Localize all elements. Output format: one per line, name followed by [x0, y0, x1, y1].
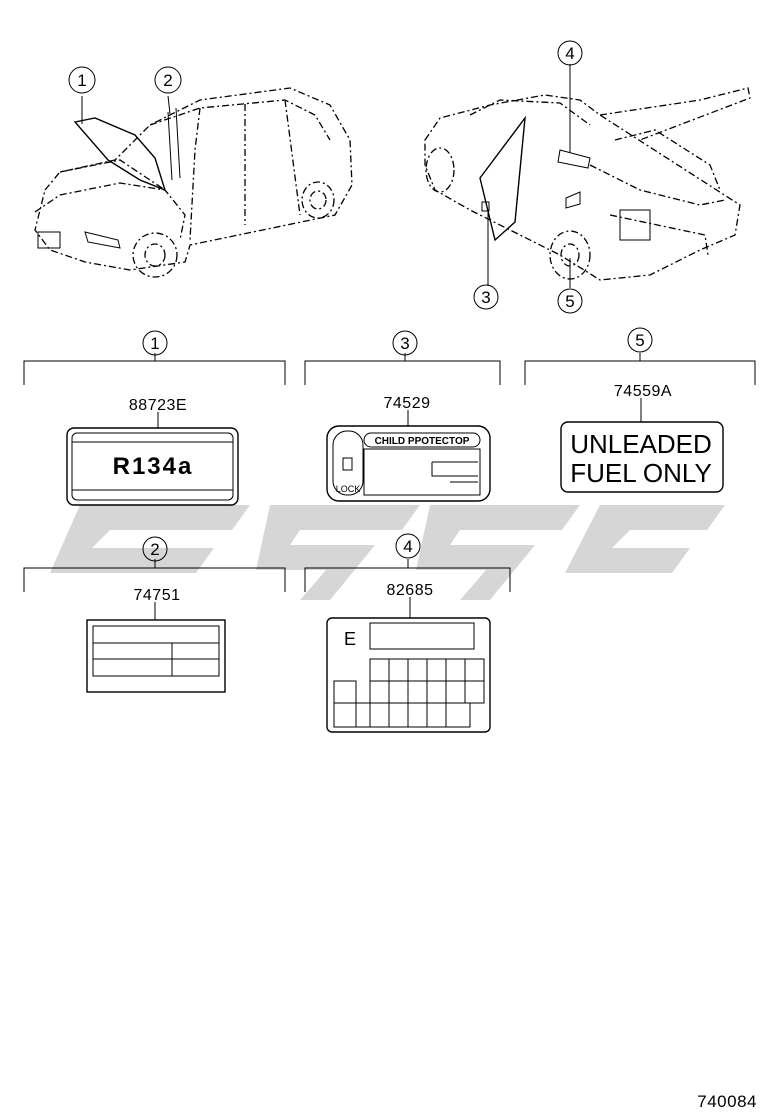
callout-5-label: 5	[565, 292, 574, 311]
callout-3-car[interactable]: 3	[473, 284, 499, 310]
callout-2-label: 2	[163, 71, 172, 90]
part-number-74529: 74529	[384, 395, 431, 412]
fuel-only-text: FUEL ONLY	[570, 458, 712, 488]
callout-1-section: 1	[150, 334, 159, 353]
part-number-82685: 82685	[387, 582, 434, 599]
part-number-88723E: 88723E	[129, 397, 187, 414]
callout-3-section: 3	[400, 334, 409, 353]
code-grid	[333, 658, 485, 728]
watermark-logo	[50, 505, 725, 600]
label-group-1: 1 88723E R134a	[23, 330, 286, 506]
label-74529-plate[interactable]: LOCK CHILD PPOTECTOP	[326, 425, 491, 502]
callout-3-label: 3	[481, 288, 490, 307]
callout-1-label-group[interactable]: 1	[142, 330, 168, 356]
child-protector-text: CHILD PPOTECTOP	[375, 436, 470, 447]
label-group-2: 2 74751	[23, 536, 286, 693]
callout-2-label-group[interactable]: 2	[142, 536, 168, 562]
callout-4-label: 4	[565, 44, 574, 63]
callout-4-label-group[interactable]: 4	[395, 533, 421, 559]
callout-4-car[interactable]: 4	[557, 40, 583, 66]
diagram-code: 740084	[697, 1092, 757, 1111]
callout-3-label-group[interactable]: 3	[392, 330, 418, 356]
callout-5-car[interactable]: 5	[557, 288, 583, 314]
label-74559A-plate[interactable]: UNLEADED FUEL ONLY	[560, 421, 724, 493]
callout-2-car[interactable]: 2	[154, 66, 182, 94]
part-number-74559A: 74559A	[614, 383, 672, 400]
callout-4-section: 4	[403, 537, 412, 556]
lock-text: LOCK	[336, 484, 361, 494]
part-number-74751: 74751	[134, 587, 181, 604]
callout-2-section: 2	[150, 540, 159, 559]
callout-1-label: 1	[77, 71, 86, 90]
unleaded-text: UNLEADED	[570, 429, 712, 459]
label-r134a-text: R134a	[113, 453, 194, 480]
callout-5-section: 5	[635, 331, 644, 350]
label-group-3: 3 74529 LOCK CHILD PPOTECTOP	[304, 330, 501, 502]
label-74751-plate[interactable]	[86, 619, 226, 693]
letter-e: E	[344, 629, 356, 649]
label-group-4: 4 82685 E	[304, 533, 511, 733]
label-group-5: 5 74559A UNLEADED FUEL ONLY	[524, 327, 756, 493]
car-front-view	[34, 87, 353, 278]
callout-1-car[interactable]: 1	[68, 66, 96, 94]
car-rear-view	[424, 64, 751, 288]
label-82685-plate[interactable]: E	[326, 617, 491, 733]
callout-5-label-group[interactable]: 5	[627, 327, 653, 353]
label-88723E-plate[interactable]: R134a	[66, 427, 239, 506]
